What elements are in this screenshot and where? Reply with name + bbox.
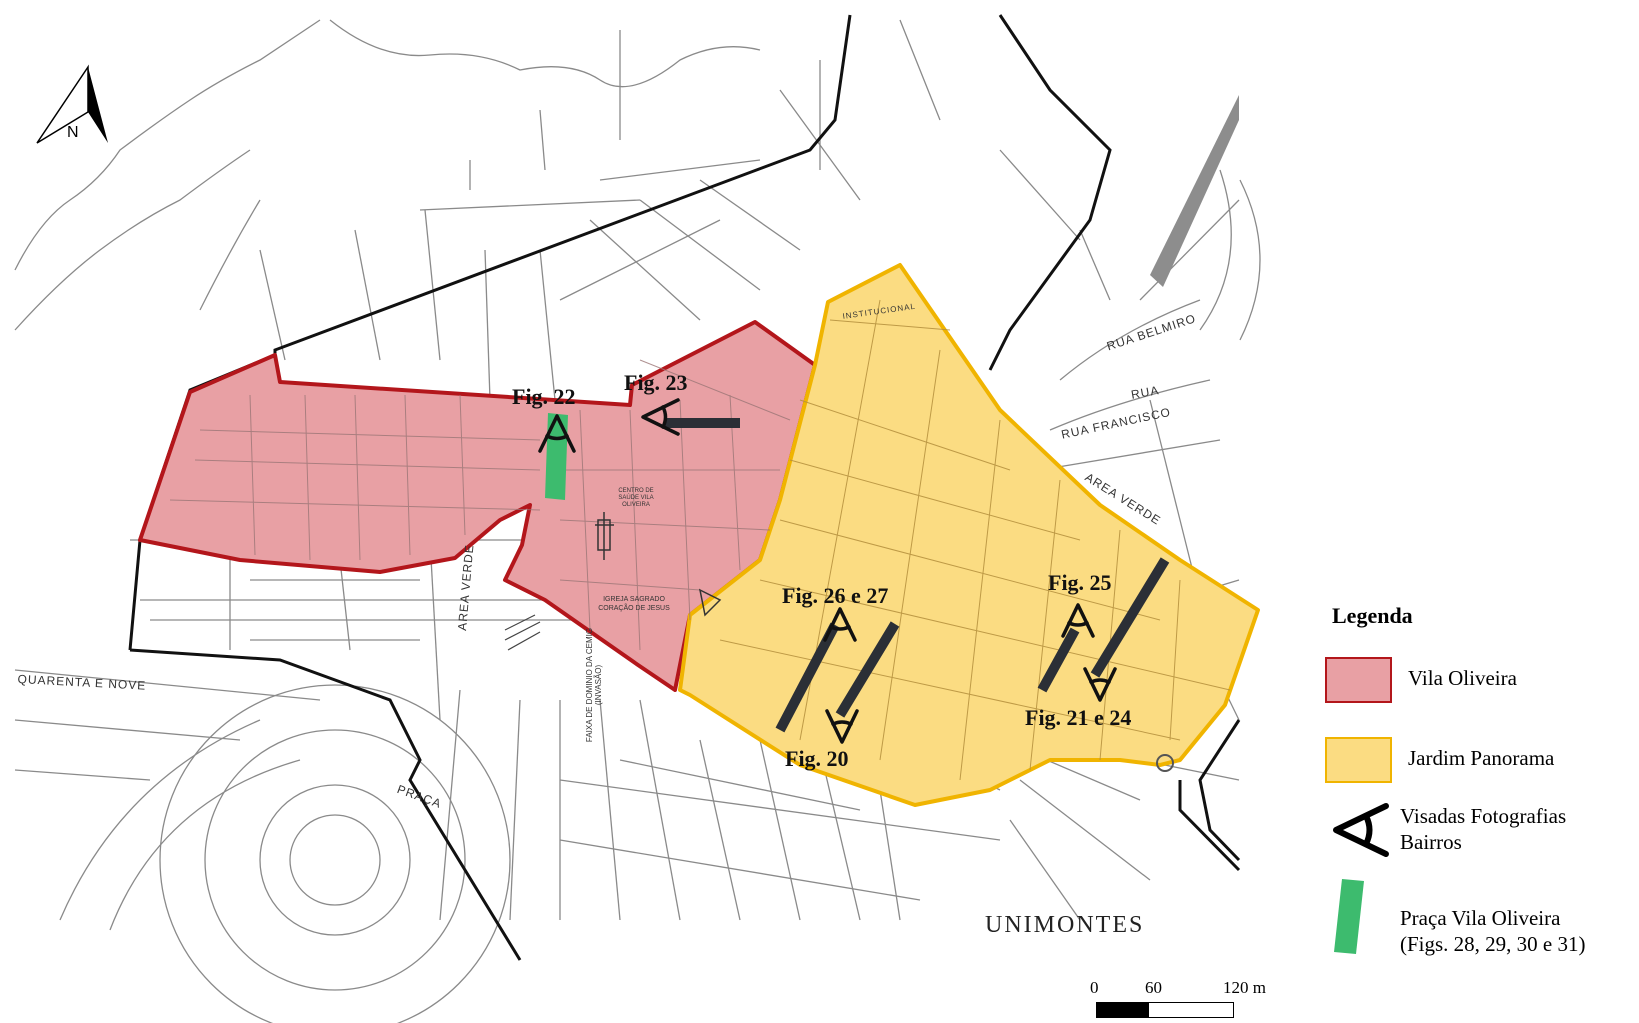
- viewpoint-icon-fig22: [538, 414, 576, 453]
- fig-label-23: Fig. 23: [624, 370, 688, 395]
- scale-bar-black-segment: [1096, 1002, 1150, 1018]
- fig-label-21-24: Fig. 21 e 24: [1025, 705, 1132, 730]
- faixa-cemig-label: FAIXA DE DOMINIO DA CEMIG (INVASÃO): [585, 627, 603, 743]
- roundabout: [1156, 754, 1174, 772]
- viewpoint-icon-fig20: [825, 709, 859, 744]
- legend-label-viewpoints-line1: Visadas Fotografias: [1400, 804, 1567, 828]
- scale-label-end: 120 m: [1223, 978, 1266, 997]
- legend-label-praca-line2: (Figs. 28, 29, 30 e 31): [1400, 932, 1586, 956]
- bar-fig25: [1037, 627, 1080, 693]
- runway-band: [1150, 95, 1239, 287]
- legend: Legenda Vila Oliveira Jardim Panorama Vi…: [1320, 595, 1635, 1015]
- praca-vila-oliveira: [545, 413, 568, 500]
- igreja-label: IGREJA SAGRADO CORAÇÃO DE JESUS: [598, 596, 670, 612]
- viewpoint-icon-fig23: [641, 398, 680, 436]
- scale-label-mid: 60: [1145, 978, 1162, 997]
- view-direction-bars: [665, 418, 1170, 733]
- unimontes-label: UNIMONTES: [985, 912, 1145, 938]
- legend-title: Legenda: [1332, 603, 1413, 628]
- viewpoint-icon-fig21-24: [1083, 667, 1117, 702]
- bar-fig20-right: [835, 621, 900, 718]
- scale-bar-white-segment: [1148, 1002, 1234, 1018]
- bar-fig26-left: [775, 622, 840, 733]
- legend-label-praca-line1: Praça Vila Oliveira: [1400, 906, 1561, 930]
- bar-fig21-24: [1090, 557, 1170, 678]
- centro-saude-label: CENTRO DE SAÚDE VILA OLIVEIRA: [618, 488, 654, 508]
- north-arrow-icon: [36, 64, 108, 144]
- legend-swatch-jardim-panorama: [1325, 737, 1392, 783]
- scale-label-zero: 0: [1090, 978, 1099, 997]
- area-verde-hatch: [504, 614, 541, 651]
- legend-swatch-vila-oliveira: [1325, 657, 1392, 703]
- background-street-grid: [14, 19, 1261, 1023]
- scale-bar: 0 60 120 m: [1090, 978, 1270, 1020]
- fig-label-26-27: Fig. 26 e 27: [782, 583, 889, 608]
- legend-praca-swatch: [1334, 879, 1364, 954]
- legend-label-viewpoints-line2: Bairros: [1400, 830, 1462, 854]
- fig-label-25: Fig. 25: [1048, 570, 1112, 595]
- legend-label-vila-oliveira: Vila Oliveira: [1408, 666, 1517, 690]
- church-symbol: [595, 512, 722, 617]
- legend-label-jardim-panorama: Jardim Panorama: [1408, 746, 1555, 770]
- north-arrow-label: N: [67, 124, 79, 141]
- viewpoint-icon-fig25: [1061, 603, 1095, 638]
- viewpoint-icon-fig26-27: [823, 607, 857, 642]
- viewpoint-icons: [538, 398, 1117, 744]
- legend-viewpoint-icon: [1333, 803, 1389, 857]
- fig-label-22: Fig. 22: [512, 384, 576, 409]
- fig-label-20: Fig. 20: [785, 746, 849, 771]
